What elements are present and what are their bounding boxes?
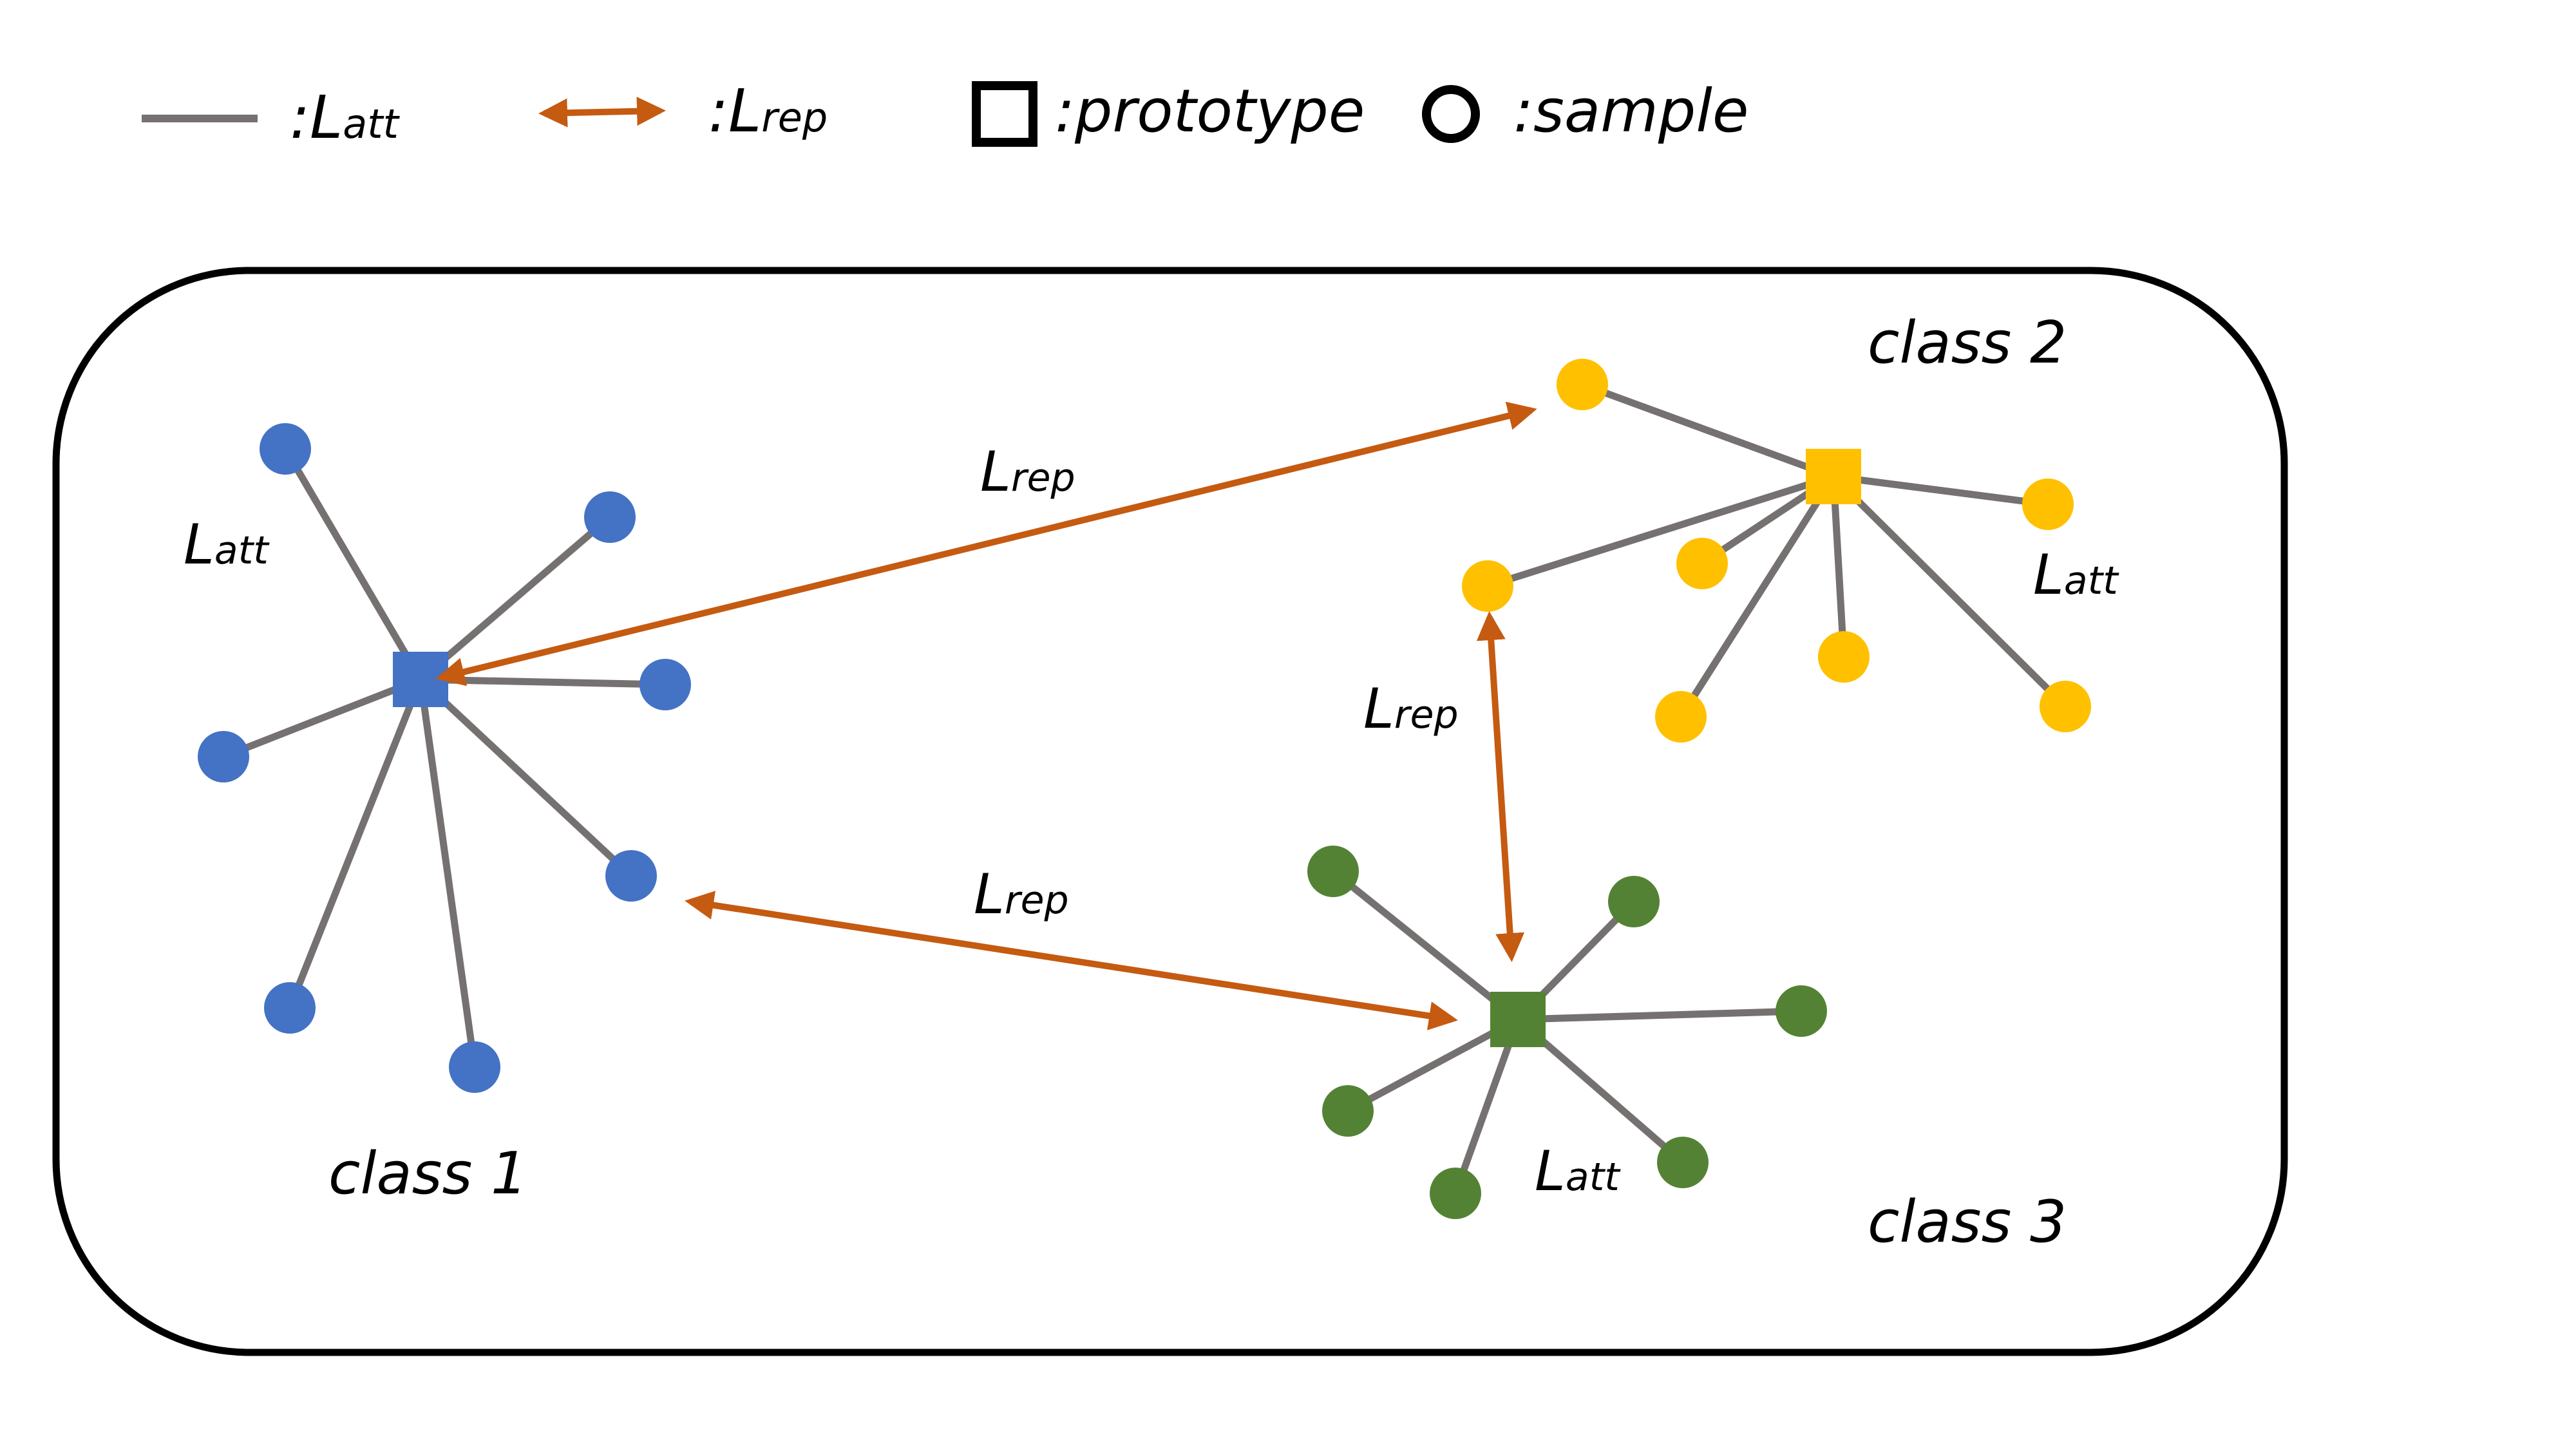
attraction-edge	[282, 447, 424, 681]
class2-sample	[1655, 691, 1707, 743]
attraction-edge	[222, 676, 422, 761]
class1-prototype	[393, 652, 448, 707]
attraction-label-class1: Latt	[184, 513, 270, 577]
class2-prototype	[1806, 449, 1861, 504]
class2-label: class 2	[1868, 309, 2067, 377]
attraction-edge	[1452, 1018, 1522, 1195]
legend-prototype-label: :prototype	[1055, 77, 1365, 146]
class1-sample	[605, 850, 657, 902]
class1-samples	[198, 423, 691, 1093]
class2-sample	[1557, 359, 1608, 410]
attraction-edge	[417, 679, 478, 1068]
class1-label: class 1	[328, 1140, 527, 1208]
class3-label: class 3	[1868, 1188, 2067, 1256]
legend-prototype-square-icon	[972, 81, 1037, 147]
repulsion-label-class1-class2: Lrep	[980, 440, 1075, 504]
class2-sample	[1818, 631, 1870, 683]
class3-sample	[1608, 876, 1660, 927]
class1-sample	[639, 659, 691, 710]
legend: :Latt :Lrep :prototype :sample	[142, 77, 1748, 152]
class2-samples	[1462, 359, 2091, 743]
attraction-edge	[1346, 1016, 1520, 1114]
attraction-edge	[286, 677, 424, 1010]
feature-space-frame	[52, 267, 2288, 1356]
attraction-edge	[418, 514, 612, 683]
class3-sample	[1776, 985, 1827, 1037]
attraction-label-class3: Latt	[1535, 1139, 1621, 1204]
attraction-edge	[1517, 1007, 1802, 1023]
class3-sample	[1430, 1168, 1481, 1219]
class3-sample	[1657, 1137, 1709, 1188]
class2-sample	[2040, 681, 2091, 732]
class2-sample	[1462, 560, 1513, 612]
attraction-edge	[1581, 381, 1835, 480]
repulsion-label-class1-class3: Lrep	[974, 862, 1069, 927]
class3-cluster	[1307, 846, 1827, 1219]
class3-samples	[1307, 846, 1827, 1219]
class-labels: class 2 class 1 class 3	[328, 309, 2067, 1256]
class1-attraction-edges	[222, 447, 666, 1068]
class1-sample	[449, 1041, 500, 1093]
legend-repulsion-arrow	[538, 97, 666, 128]
repulsion-arrow-class2-class3	[1476, 611, 1525, 962]
attraction-edge	[1486, 473, 1835, 590]
attraction-edge	[420, 676, 666, 688]
attraction-edge	[1331, 868, 1520, 1023]
repulsion-arrow-class1-class3	[685, 891, 1458, 1030]
edge-labels: Latt Lrep Latt Lrep Lrep Latt	[184, 440, 2119, 1204]
legend-sample-circle-icon	[1422, 85, 1480, 143]
attraction-edge	[1831, 474, 2068, 709]
class1-cluster	[198, 423, 691, 1093]
class3-attraction-edges	[1331, 868, 1802, 1195]
class1-sample	[264, 982, 316, 1034]
class2-cluster	[1462, 359, 2091, 743]
class3-sample	[1307, 846, 1359, 897]
class2-sample	[2022, 478, 2074, 530]
repulsion-label-class2-class3: Lrep	[1363, 677, 1459, 741]
attraction-edge	[1678, 475, 1837, 719]
legend-attraction-label: :Latt	[290, 83, 401, 152]
repulsion-arrow-class1-class2	[435, 401, 1537, 687]
class1-sample	[260, 423, 311, 475]
attraction-edge	[1833, 473, 2049, 508]
class1-sample	[584, 491, 636, 543]
legend-sample-label: :sample	[1513, 77, 1748, 146]
class1-sample	[198, 731, 249, 782]
attraction-edge	[1830, 476, 1848, 658]
class3-prototype	[1490, 992, 1546, 1047]
attraction-label-class2: Latt	[2033, 543, 2119, 607]
class2-attraction-edges	[1486, 381, 2068, 719]
legend-repulsion-label: :Lrep	[708, 77, 828, 146]
repulsion-edges	[435, 401, 1537, 1030]
class2-sample	[1676, 538, 1728, 589]
attraction-edge	[418, 676, 634, 879]
class3-sample	[1322, 1085, 1374, 1137]
